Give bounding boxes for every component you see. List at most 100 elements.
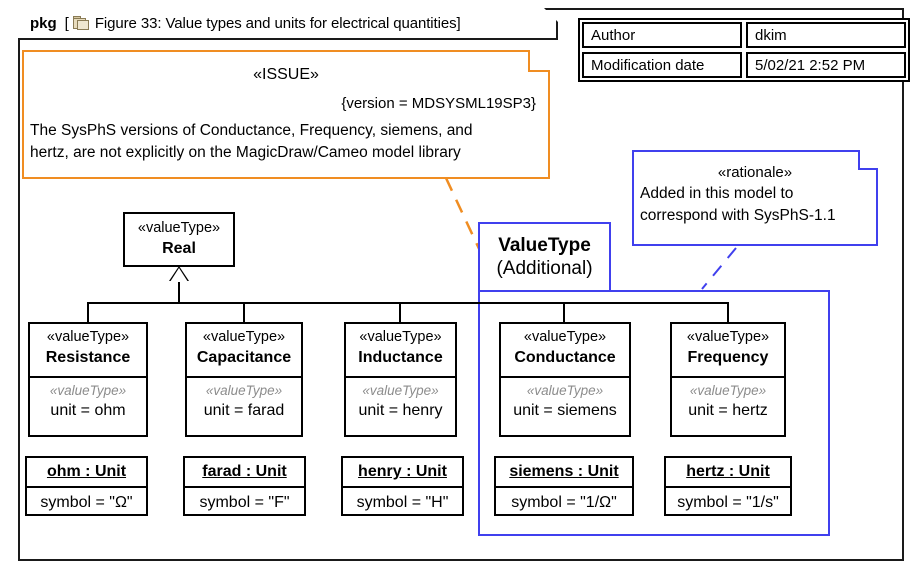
- class-frequency[interactable]: «valueType» Frequency «valueType» unit =…: [670, 322, 786, 437]
- region-label: ValueType (Additional): [478, 222, 611, 292]
- class-conductance-slot: unit = siemens: [513, 402, 617, 419]
- rationale-note-text: «rationale» Added in this model to corre…: [632, 162, 878, 227]
- class-real-stereotype: «valueType»: [137, 220, 221, 236]
- issue-line-2: hertz, are not explicitly on the MagicDr…: [30, 144, 461, 161]
- class-inductance[interactable]: «valueType» Inductance «valueType» unit …: [344, 322, 457, 437]
- instance-henry-slot: symbol = "H": [356, 494, 449, 511]
- region-label-line-1: ValueType: [498, 235, 591, 256]
- instance-ohm-slots: symbol = "Ω": [27, 486, 146, 514]
- metadata-key-author: Author: [582, 22, 742, 48]
- class-capacitance[interactable]: «valueType» Capacitance «valueType» unit…: [185, 322, 303, 437]
- class-capacitance-stereotype: «valueType»: [202, 329, 286, 345]
- instance-siemens-slots: symbol = "1/Ω": [496, 486, 632, 514]
- class-resistance-header: «valueType» Resistance: [30, 324, 146, 376]
- instance-hertz[interactable]: hertz : Unit symbol = "1/s": [664, 456, 792, 516]
- class-inductance-stereotype: «valueType»: [359, 329, 442, 345]
- package-icon: [73, 15, 90, 31]
- generalization-drop-resistance: [87, 302, 89, 323]
- region-label-line-2: (Additional): [496, 258, 593, 279]
- issue-line-1: The SysPhS versions of Conductance, Freq…: [30, 122, 473, 139]
- metadata-table: Author dkim Modification date 5/02/21 2:…: [578, 18, 910, 82]
- class-resistance-slot: unit = ohm: [50, 402, 126, 419]
- issue-note-fold: [528, 50, 550, 72]
- instance-siemens-name: siemens : Unit: [509, 463, 619, 480]
- class-frequency-slot: unit = hertz: [688, 402, 768, 419]
- metadata-value-modification-date: 5/02/21 2:52 PM: [746, 52, 906, 78]
- instance-farad-slots: symbol = "F": [185, 486, 304, 514]
- instance-ohm-slot: symbol = "Ω": [40, 494, 133, 511]
- class-conductance-slots: «valueType» unit = siemens: [501, 376, 629, 435]
- frame-bracket-open: [: [64, 14, 69, 32]
- class-conductance-name: Conductance: [514, 349, 616, 366]
- metadata-row-author: Author dkim: [580, 20, 908, 50]
- instance-siemens-slot: symbol = "1/Ω": [511, 494, 617, 511]
- issue-note-body: [22, 50, 550, 179]
- metadata-value-author: dkim: [746, 22, 906, 48]
- rationale-stereotype: «rationale»: [717, 164, 793, 181]
- class-resistance-stereotype: «valueType»: [46, 329, 130, 345]
- class-inductance-slot-stereotype: «valueType»: [362, 383, 439, 398]
- instance-farad-header: farad : Unit: [185, 458, 304, 486]
- instance-henry-slots: symbol = "H": [343, 486, 462, 514]
- diagram-frame-tab: pkg [ Figure 33: Value types and units f…: [18, 8, 558, 40]
- instance-henry-header: henry : Unit: [343, 458, 462, 486]
- class-resistance-name: Resistance: [45, 349, 131, 366]
- class-inductance-slot: unit = henry: [358, 402, 443, 419]
- instance-hertz-slot: symbol = "1/s": [677, 494, 779, 511]
- class-conductance[interactable]: «valueType» Conductance «valueType» unit…: [499, 322, 631, 437]
- class-capacitance-slot: unit = farad: [203, 402, 285, 419]
- rationale-note-fold: [858, 150, 878, 170]
- class-real-name: Real: [162, 240, 196, 257]
- class-conductance-slot-stereotype: «valueType»: [526, 383, 604, 398]
- instance-ohm-header: ohm : Unit: [27, 458, 146, 486]
- issue-note-text: «ISSUE» {version = MDSYSML19SP3} The Sys…: [22, 64, 550, 164]
- instance-ohm[interactable]: ohm : Unit symbol = "Ω": [25, 456, 148, 516]
- issue-note: «ISSUE» {version = MDSYSML19SP3} The Sys…: [22, 50, 550, 179]
- class-conductance-header: «valueType» Conductance: [501, 324, 629, 376]
- class-capacitance-header: «valueType» Capacitance: [187, 324, 301, 376]
- rationale-note-body: [632, 150, 878, 246]
- rationale-line-1: Added in this model to: [640, 185, 794, 202]
- generalization-drop-conductance: [563, 302, 565, 323]
- class-real-header: «valueType» Real: [125, 214, 233, 264]
- valuetype-additional-region: [478, 290, 830, 536]
- class-frequency-stereotype: «valueType»: [686, 329, 770, 345]
- frame-title: Figure 33: Value types and units for ele…: [94, 14, 457, 32]
- generalization-stem: [178, 281, 180, 303]
- instance-hertz-header: hertz : Unit: [666, 458, 790, 486]
- class-real[interactable]: «valueType» Real: [123, 212, 235, 267]
- class-capacitance-slot-stereotype: «valueType»: [205, 383, 283, 398]
- generalization-drop-frequency: [727, 302, 729, 323]
- instance-siemens[interactable]: siemens : Unit symbol = "1/Ω": [494, 456, 634, 516]
- class-resistance-slot-stereotype: «valueType»: [49, 383, 127, 398]
- issue-version-tag: {version = MDSYSML19SP3}: [341, 95, 536, 112]
- class-frequency-slot-stereotype: «valueType»: [689, 383, 767, 398]
- instance-henry[interactable]: henry : Unit symbol = "H": [341, 456, 464, 516]
- class-inductance-name: Inductance: [358, 349, 443, 366]
- instance-farad-slot: symbol = "F": [199, 494, 290, 511]
- instance-farad[interactable]: farad : Unit symbol = "F": [183, 456, 306, 516]
- class-frequency-slots: «valueType» unit = hertz: [672, 376, 784, 435]
- class-frequency-name: Frequency: [687, 349, 769, 366]
- instance-siemens-header: siemens : Unit: [496, 458, 632, 486]
- class-capacitance-name: Capacitance: [196, 349, 292, 366]
- issue-stereotype: «ISSUE»: [253, 66, 319, 83]
- rationale-line-2: correspond with SysPhS-1.1: [640, 207, 836, 224]
- generalization-drop-inductance: [399, 302, 401, 323]
- instance-henry-name: henry : Unit: [358, 463, 447, 480]
- frame-keyword: pkg: [30, 14, 57, 32]
- class-resistance-slots: «valueType» unit = ohm: [30, 376, 146, 435]
- frame-bracket-close: ]: [456, 14, 461, 32]
- instance-ohm-name: ohm : Unit: [46, 463, 127, 480]
- class-frequency-header: «valueType» Frequency: [672, 324, 784, 376]
- class-resistance[interactable]: «valueType» Resistance «valueType» unit …: [28, 322, 148, 437]
- metadata-row-modification-date: Modification date 5/02/21 2:52 PM: [580, 50, 908, 80]
- metadata-key-modification-date: Modification date: [582, 52, 742, 78]
- instance-hertz-name: hertz : Unit: [686, 463, 770, 480]
- generalization-bus: [87, 302, 729, 304]
- class-capacitance-slots: «valueType» unit = farad: [187, 376, 301, 435]
- class-inductance-header: «valueType» Inductance: [346, 324, 455, 376]
- class-conductance-stereotype: «valueType»: [523, 329, 607, 345]
- instance-hertz-slots: symbol = "1/s": [666, 486, 790, 514]
